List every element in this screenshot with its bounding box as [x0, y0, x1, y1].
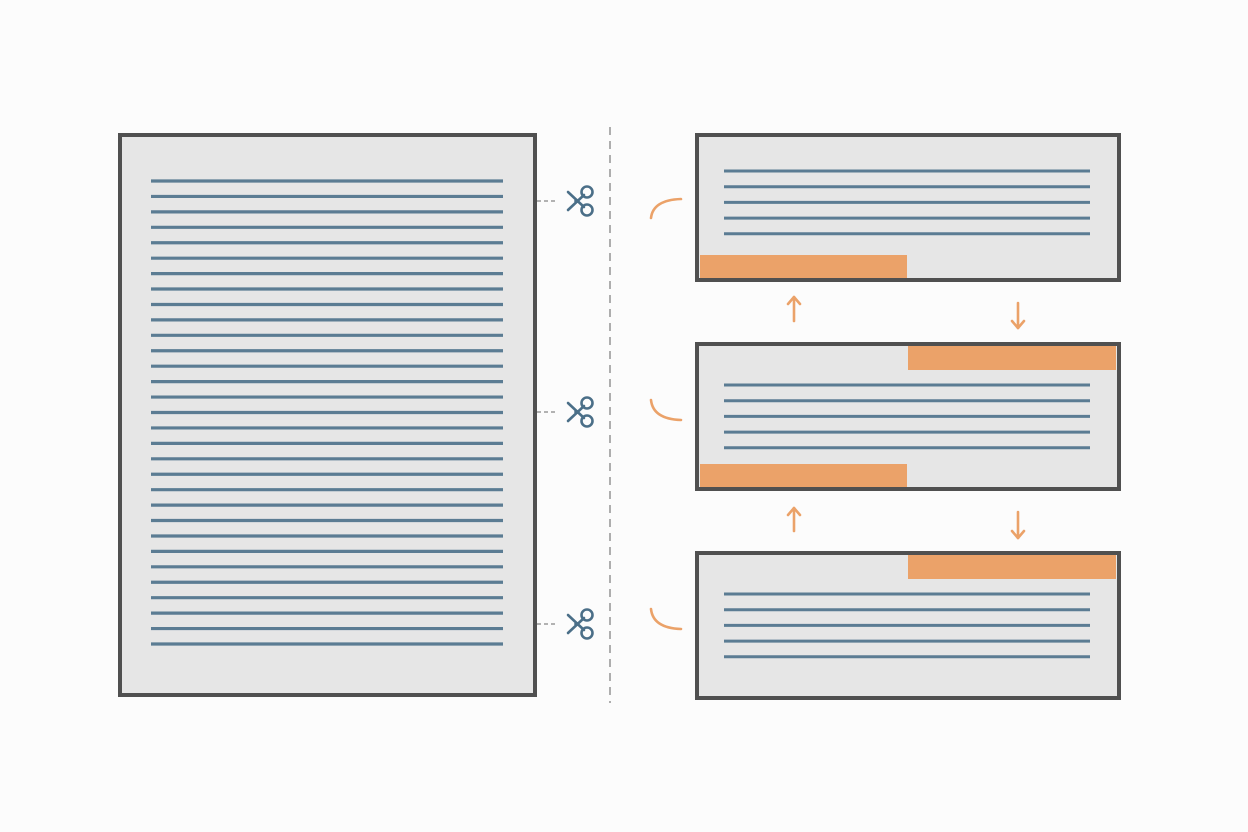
arrow-head	[1010, 529, 1026, 540]
cut-markers	[537, 185, 594, 640]
chunk-1	[695, 133, 1121, 282]
scissors-handle	[580, 608, 594, 622]
arrow-up-icon	[786, 506, 802, 533]
chunk-2	[695, 342, 1121, 491]
overlap-band-top	[908, 555, 1116, 579]
chunks	[695, 133, 1121, 700]
chunk-3	[695, 551, 1121, 700]
scissors-icon	[566, 608, 594, 640]
scissors-pivot	[574, 622, 578, 626]
scissors-handle	[580, 185, 594, 199]
overlap-band-top	[908, 346, 1116, 370]
scissors-handle	[580, 203, 594, 217]
arrow-head	[786, 295, 802, 306]
scissors-handle	[580, 626, 594, 640]
arrow-head	[1010, 319, 1026, 330]
scissors-icon	[566, 396, 594, 428]
bracket-icon	[649, 398, 683, 422]
scissors-pivot	[574, 199, 578, 203]
scissors-handle	[580, 414, 594, 428]
chunk-brackets	[649, 197, 683, 631]
chunk-frame	[695, 133, 1121, 282]
overlap-band-bottom	[700, 255, 907, 278]
arrow-head	[786, 506, 802, 517]
arrow-down-icon	[1010, 510, 1026, 540]
scissors-pivot	[574, 410, 578, 414]
overlap-band-bottom	[700, 464, 907, 487]
bracket-icon	[649, 607, 683, 631]
scissors-icon	[566, 185, 594, 217]
scissors-handle	[580, 396, 594, 410]
bracket-icon	[649, 197, 683, 220]
arrow-up-icon	[786, 295, 802, 323]
document-frame	[118, 133, 537, 697]
source-document	[118, 133, 537, 697]
arrow-down-icon	[1010, 301, 1026, 330]
overlap-arrows	[786, 295, 1026, 540]
